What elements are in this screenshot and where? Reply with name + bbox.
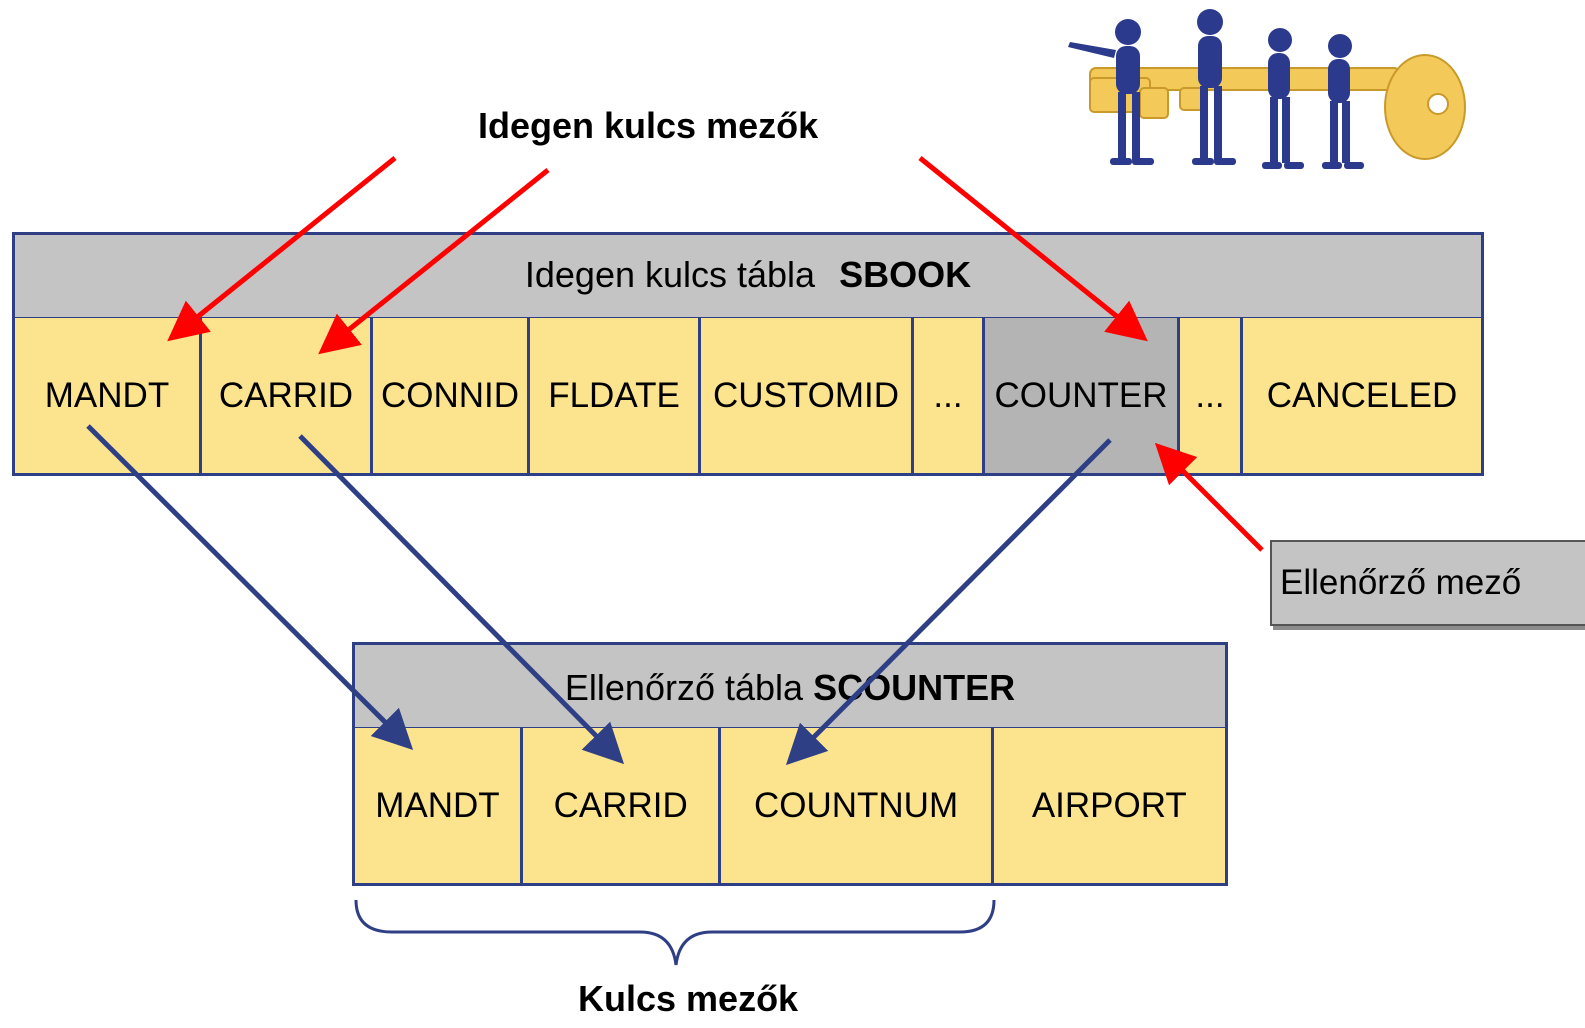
field-cell: ... <box>1180 318 1243 473</box>
field-cell: AIRPORT <box>993 728 1225 883</box>
foreign-key-table-row: MANDT CARRID CONNID FLDATE CUSTOMID ... … <box>12 318 1484 476</box>
red-arrow <box>1154 442 1264 552</box>
foreign-key-table-name: SBOOK <box>839 254 972 295</box>
blue-arrow <box>785 438 1112 766</box>
check-field-cell: COUNTER <box>985 318 1180 473</box>
blue-arrow <box>298 434 625 765</box>
field-cell: MANDT <box>355 728 523 883</box>
field-cell: FLDATE <box>530 318 701 473</box>
people-carrying-key-illustration <box>1068 9 1466 169</box>
check-table-header: Ellenőrző tábla SCOUNTER <box>352 642 1228 730</box>
key-fields-label: Kulcs mezők <box>578 978 799 1019</box>
foreign-key-fields-label: Idegen kulcs mezők <box>478 105 819 146</box>
key-fields-brace <box>354 899 996 966</box>
red-arrow <box>167 156 397 342</box>
red-arrow <box>318 168 550 355</box>
field-cell: ... <box>914 318 985 473</box>
field-cell: CONNID <box>373 318 530 473</box>
foreign-key-table-header: Idegen kulcs tábla SBOOK <box>12 232 1484 320</box>
check-field-label: Ellenőrző mező <box>1270 540 1585 626</box>
foreign-key-table-caption: Idegen kulcs tábla <box>524 254 816 295</box>
field-cell: COUNTNUM <box>721 728 994 883</box>
blue-arrow <box>86 424 414 751</box>
field-cell: CUSTOMID <box>701 318 914 473</box>
field-cell: CANCELED <box>1243 318 1481 473</box>
red-arrow <box>918 156 1148 342</box>
check-table-row: MANDT CARRID COUNTNUM AIRPORT <box>352 728 1228 886</box>
check-table-caption: Ellenőrző tábla <box>564 667 804 708</box>
